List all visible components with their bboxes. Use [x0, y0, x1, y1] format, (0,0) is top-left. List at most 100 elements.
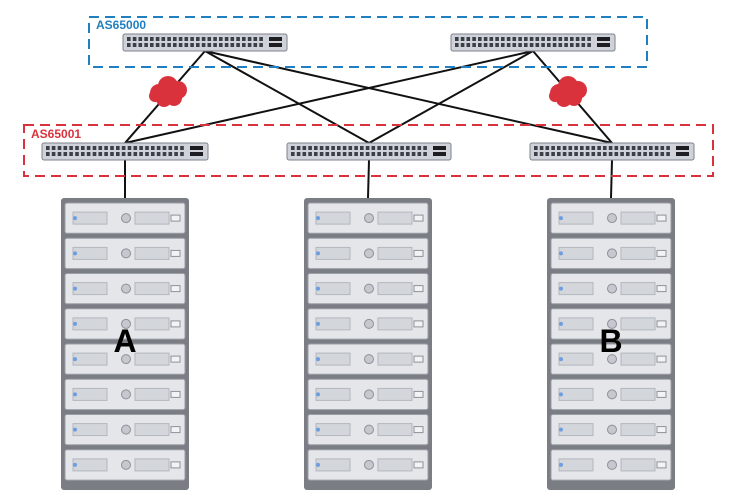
leaf-switch-1-port	[174, 152, 178, 156]
leaf-switch-2-port	[325, 146, 330, 150]
spine-switch-2-port	[495, 37, 499, 41]
server-unit	[64, 378, 186, 411]
spine-switch-1-port	[127, 43, 131, 47]
leaf-switch-3-port	[562, 152, 567, 156]
leaf-switch-3-port	[597, 146, 601, 150]
usb-port	[413, 285, 424, 293]
spine-switch-1-port	[178, 43, 183, 47]
spine-switch-2-port	[489, 37, 494, 41]
status-led	[316, 251, 320, 256]
leaf-switch-1-port	[63, 146, 68, 150]
status-led	[316, 392, 320, 397]
leaf-switch-2-chassis	[286, 142, 452, 161]
leaf-switch-3-port	[608, 152, 613, 156]
spine-switch-2-port	[564, 43, 568, 47]
leaf-switch-3-port	[649, 146, 653, 150]
status-led	[559, 392, 563, 397]
leaf-switch-1-port	[110, 152, 114, 156]
spine-switch-1-port	[127, 37, 131, 41]
drive-bay	[558, 282, 594, 296]
leaf-switch-3-uplink-port	[676, 146, 689, 150]
leaf-switch-2-port	[388, 152, 393, 156]
leaf-switch-3-port	[591, 152, 596, 156]
usb-port	[170, 390, 181, 398]
spine-switch-2-port	[535, 43, 540, 47]
drive-bay	[558, 317, 594, 331]
spine-switch-2-port	[587, 37, 591, 41]
leaf-switch-1-port	[133, 152, 138, 156]
server-rack-middle	[304, 198, 432, 490]
usb-port	[656, 320, 667, 328]
leaf-switch-3-port	[654, 152, 659, 156]
drive-bay	[558, 246, 594, 260]
drive-bay	[315, 387, 351, 401]
spine-switch-1-port	[213, 37, 217, 41]
leaf-switch-1-port	[116, 146, 120, 150]
spine-switch-2-port	[518, 37, 522, 41]
spine-switch-2-port	[489, 43, 494, 47]
leaf-switch-2-port	[319, 152, 324, 156]
drive-bay	[315, 423, 351, 437]
leaf-switch-1-port	[180, 152, 184, 156]
spine-switch-1-uplink-port	[269, 37, 282, 41]
spine-switch-2-port	[547, 37, 551, 41]
spine-switch-2-port	[506, 43, 511, 47]
status-led	[559, 251, 563, 256]
drive-bay	[134, 246, 170, 260]
server-unit	[550, 449, 672, 481]
rack-label-right: B	[599, 323, 622, 359]
leaf-switch-2-port	[406, 152, 410, 156]
leaf-switch-3-port	[580, 152, 584, 156]
spine-switch-1-chassis	[122, 33, 288, 52]
leaf-switch-1-port	[174, 146, 178, 150]
server-unit	[307, 308, 429, 340]
cloud-right-puff	[549, 90, 561, 102]
drive-bay	[377, 458, 413, 472]
leaf-switch-1-port	[168, 146, 173, 150]
spine-switch-2-chassis	[450, 33, 616, 52]
drive-bay	[134, 458, 170, 472]
leaf-switch-2-port	[319, 146, 324, 150]
drive-bay	[377, 387, 413, 401]
spine-switch-1-port	[132, 43, 137, 47]
leaf-switch-2-port	[331, 152, 335, 156]
status-led	[559, 462, 563, 467]
spine-switch-2-port	[483, 43, 488, 47]
drive-bay	[558, 423, 594, 437]
spine-switch-1-port	[201, 37, 206, 41]
spine-switch-2-port	[472, 37, 476, 41]
spine-switch-1-port	[230, 37, 235, 41]
leaf-switch-1-port	[145, 146, 149, 150]
leaf-switch-3-port	[608, 146, 613, 150]
server-rack-left: A	[61, 198, 189, 490]
leaf-switch-3-port	[557, 146, 561, 150]
spine-switch-1-port	[259, 37, 263, 41]
server-unit	[307, 449, 429, 481]
as-group-label-spine: AS65000	[96, 18, 146, 32]
status-led	[316, 357, 320, 362]
spine-switch-2-port	[529, 43, 534, 47]
leaf-switch-3-port	[666, 146, 670, 150]
leaf-switch-2-port	[325, 152, 330, 156]
drive-bay	[377, 423, 413, 437]
leaf-switch-1-port	[127, 146, 132, 150]
status-led	[73, 427, 77, 432]
leaf-switch-3-port	[574, 146, 578, 150]
cloud-left	[149, 76, 187, 107]
leaf-switch-2-port	[337, 146, 341, 150]
leaf-switch-2-port	[371, 152, 376, 156]
leaf-switch-2-port	[354, 146, 358, 150]
leaf-switch-3-port	[568, 152, 573, 156]
drive-bay	[620, 282, 656, 296]
spine-switch-2-port	[512, 43, 517, 47]
spine-switch-2-port	[541, 43, 545, 47]
spine-switch-2-port	[558, 43, 563, 47]
leaf-switch-1-port	[57, 146, 62, 150]
power-button	[121, 459, 131, 470]
drive-bay	[315, 317, 351, 331]
drive-bay	[620, 317, 656, 331]
spine-switch-2	[450, 33, 616, 52]
drive-bay	[134, 211, 170, 225]
usb-port	[656, 426, 667, 434]
